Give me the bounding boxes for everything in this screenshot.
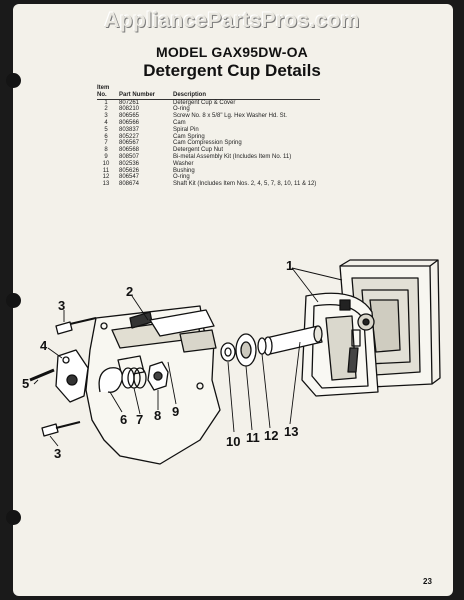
table-row: 8 806568 Detergent Cup Nut <box>97 147 320 154</box>
cell-description: Washer <box>173 160 194 167</box>
cell-part-number: 807261 <box>119 99 140 106</box>
callout-5: 5 <box>22 376 29 391</box>
header-item-bottom: No. <box>97 91 107 98</box>
callout-6: 6 <box>120 412 127 427</box>
page-title: Detergent Cup Details <box>143 61 321 80</box>
cell-part-number: 806566 <box>119 119 140 126</box>
table-header-row: Item No. Part Number Description <box>97 85 321 100</box>
callout-11: 11 <box>246 430 260 445</box>
table-row: 1 807261 Detergent Cup & Cover <box>97 99 320 106</box>
cell-part-number: 802536 <box>119 160 140 167</box>
cell-description: O-ring <box>173 106 190 113</box>
cell-item-no: 6 <box>104 133 108 140</box>
table-row: 12 806547 O-ring <box>97 174 320 181</box>
callout-13: 13 <box>284 424 298 439</box>
table-row: 10 802536 Washer <box>97 161 320 168</box>
parts-table: Item No. Part Number Description 1 807261… <box>97 85 321 188</box>
cell-description: Shaft Kit (Includes Item Nos. 2, 4, 5, 7… <box>173 181 317 188</box>
table-row: 6 805227 Cam Spring <box>97 134 320 141</box>
spiral-pin-drawing <box>29 368 55 382</box>
callout-8: 8 <box>154 408 161 423</box>
screw-bottom-drawing <box>41 421 81 437</box>
callout-7: 7 <box>136 412 143 427</box>
cell-part-number: 806547 <box>119 174 140 181</box>
callout-2: 2 <box>126 284 133 299</box>
cell-item-no: 1 <box>104 99 108 106</box>
cell-part-number: 808674 <box>119 181 140 188</box>
cell-description: Cam Spring <box>173 133 205 140</box>
cell-part-number: 805626 <box>119 167 140 174</box>
cell-part-number: 805227 <box>119 133 140 140</box>
cell-part-number: 806565 <box>119 113 140 120</box>
cell-description: Cam Compression Spring <box>173 140 242 147</box>
cell-item-no: 5 <box>104 126 108 133</box>
cell-item-no: 7 <box>104 140 108 147</box>
cam-drawing <box>55 349 89 403</box>
cell-description: Screw No. 8 x 5/8" Lg. Hex Washer Hd. St… <box>173 113 287 120</box>
cell-item-no: 10 <box>102 160 110 167</box>
table-row: 13 808674 Shaft Kit (Includes Item Nos. 2,… <box>97 181 320 188</box>
nut-drawing <box>147 361 169 391</box>
cell-part-number: 803837 <box>119 126 140 133</box>
cell-description: Detergent Cup & Cover <box>173 99 236 106</box>
screw-top-drawing <box>55 317 97 335</box>
cell-description: Spiral Pin <box>173 126 199 133</box>
cell-item-no: 13 <box>102 181 110 188</box>
binder-hole-icon <box>6 73 21 88</box>
table-row: 9 808507 Bi-metal Assembly Kit (Includes I… <box>97 154 320 161</box>
cell-item-no: 2 <box>104 106 108 113</box>
compression-spring-drawing <box>121 367 147 389</box>
washer-drawing <box>220 342 236 362</box>
table-row: 2 808210 O-ring <box>97 106 320 113</box>
header-item-no: Item No. <box>97 85 119 100</box>
callout-4: 4 <box>40 338 48 353</box>
callout-12: 12 <box>264 428 278 443</box>
cell-part-number: 808210 <box>119 106 140 113</box>
page-number: 23 <box>423 577 432 586</box>
cell-description: Bi-metal Assembly Kit (Includes Item No.… <box>173 153 292 160</box>
table-row: 5 803837 Spiral Pin <box>97 127 320 134</box>
table-row: 4 806566 Cam <box>97 120 320 127</box>
callout-10: 10 <box>226 434 240 449</box>
cell-item-no: 4 <box>104 119 108 126</box>
o-ring-drawing <box>257 337 267 355</box>
shaft-drawing <box>263 325 323 356</box>
callout-9: 9 <box>172 404 179 419</box>
cell-item-no: 12 <box>102 174 110 181</box>
cam-spring-drawing <box>98 367 123 393</box>
callout-3-bottom: 3 <box>54 446 61 461</box>
cell-part-number: 806568 <box>119 147 140 154</box>
table-row: 7 806567 Cam Compression Spring <box>97 140 320 147</box>
callout-3-top: 3 <box>58 298 65 313</box>
table-row: 11 805626 Bushing <box>97 168 320 175</box>
callout-1: 1 <box>286 258 293 273</box>
cell-description: Cam <box>173 119 186 126</box>
header-description: Description <box>173 85 321 100</box>
cell-description: Detergent Cup Nut <box>173 147 224 154</box>
cell-part-number: 806567 <box>119 140 140 147</box>
header-part-number: Part Number <box>119 85 173 100</box>
bushing-drawing <box>235 333 257 367</box>
detergent-cup-drawing <box>301 259 441 397</box>
cell-description: Bushing <box>173 167 195 174</box>
cell-part-number: 808507 <box>119 153 140 160</box>
watermark: AppliancePartsPros.com <box>104 9 360 32</box>
cell-item-no: 3 <box>104 113 108 120</box>
table-row: 3 806565 Screw No. 8 x 5/8" Lg. Hex Washer… <box>97 113 320 120</box>
binder-hole-icon <box>6 293 21 308</box>
cell-description: O-ring <box>173 174 190 181</box>
header-item-top: Item <box>97 85 110 91</box>
binder-hole-icon <box>6 510 21 525</box>
cell-item-no: 11 <box>102 167 110 174</box>
cell-item-no: 8 <box>104 147 108 154</box>
model-heading: MODEL GAX95DW-OA <box>155 44 308 60</box>
cell-item-no: 9 <box>104 153 108 160</box>
